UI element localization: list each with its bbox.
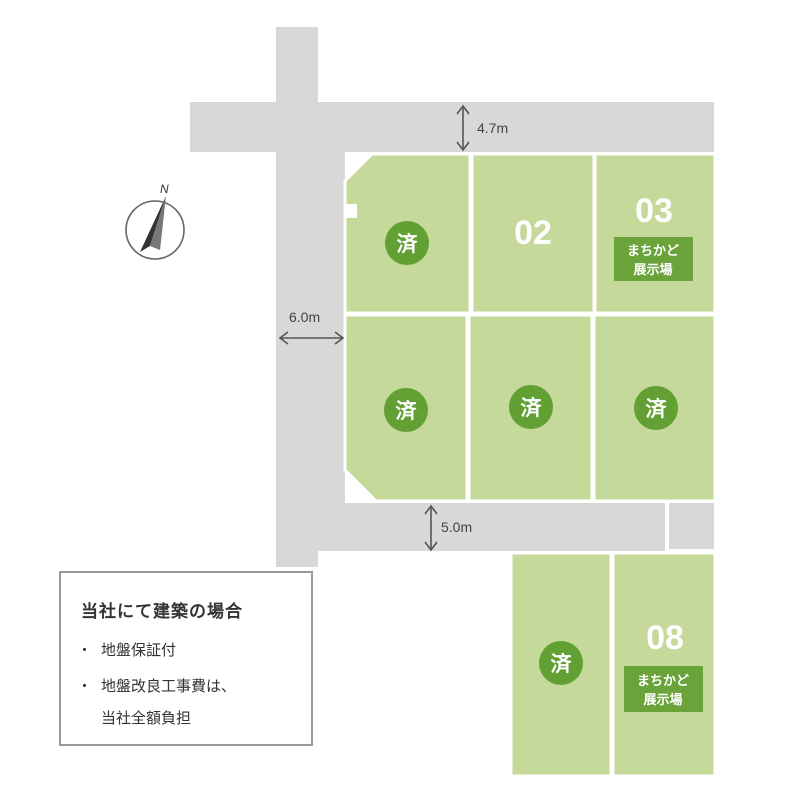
lot-03[interactable]	[593, 152, 717, 315]
dimension-west	[278, 331, 345, 345]
badge-background	[614, 237, 693, 281]
dimension-south	[424, 504, 438, 552]
info-item-text: 地盤改良工事費は、	[101, 677, 237, 695]
info-box: 当社にて建築の場合 ・地盤保証付 ・地盤改良工事費は、 当社全額負担	[59, 571, 313, 746]
badge-line-2: 展示場	[633, 262, 672, 278]
road-south-east-stub	[669, 503, 714, 549]
info-box-title: 当社にて建築の場合	[81, 602, 243, 622]
lot-nw-notch	[345, 204, 357, 218]
lot-number: 03	[635, 192, 673, 230]
lot-number: 08	[646, 619, 684, 657]
sold-label: 済	[521, 396, 543, 420]
sold-circle-icon	[509, 385, 553, 429]
lot-02[interactable]	[470, 152, 596, 315]
sold-circle-icon	[634, 386, 678, 430]
info-item-text: 地盤保証付	[101, 641, 177, 659]
badge-background	[624, 666, 703, 712]
north-arrow-icon: N	[125, 182, 185, 260]
sold-label: 済	[397, 232, 419, 256]
road-width-label-south: 5.0m	[441, 519, 472, 535]
badge-line-1: まちかど	[627, 244, 679, 259]
road-west-fill	[318, 152, 345, 503]
road-width-label-west: 6.0m	[289, 309, 320, 325]
sold-markers: 済 済 済 済 済	[384, 221, 678, 685]
info-box-item: ・地盤保証付	[77, 639, 176, 660]
sold-label: 済	[646, 397, 668, 421]
info-box-item: ・地盤改良工事費は、	[77, 675, 236, 696]
sold-label: 済	[551, 652, 573, 676]
sold-circle-icon	[385, 221, 429, 265]
dimension-north	[456, 104, 470, 152]
badge-line-1: まちかど	[637, 674, 689, 689]
showroom-badge: まちかど 展示場	[624, 666, 703, 712]
sold-label: 済	[396, 399, 418, 423]
lot-number: 02	[514, 214, 552, 252]
road-north-horizontal	[190, 102, 714, 152]
sold-circle-icon	[539, 641, 583, 685]
bullet: ・	[77, 641, 93, 659]
info-item-continuation: 当社全額負担	[101, 709, 192, 727]
road-width-label-north: 4.7m	[477, 120, 508, 136]
bullet: ・	[77, 677, 93, 695]
showroom-badge: まちかど 展示場	[614, 237, 693, 281]
road-south-horizontal	[318, 503, 665, 551]
lot-08[interactable]	[611, 551, 717, 778]
roads	[190, 27, 714, 567]
sold-circle-icon	[384, 388, 428, 432]
badge-line-2: 展示場	[643, 692, 682, 708]
north-label: N	[160, 182, 169, 196]
